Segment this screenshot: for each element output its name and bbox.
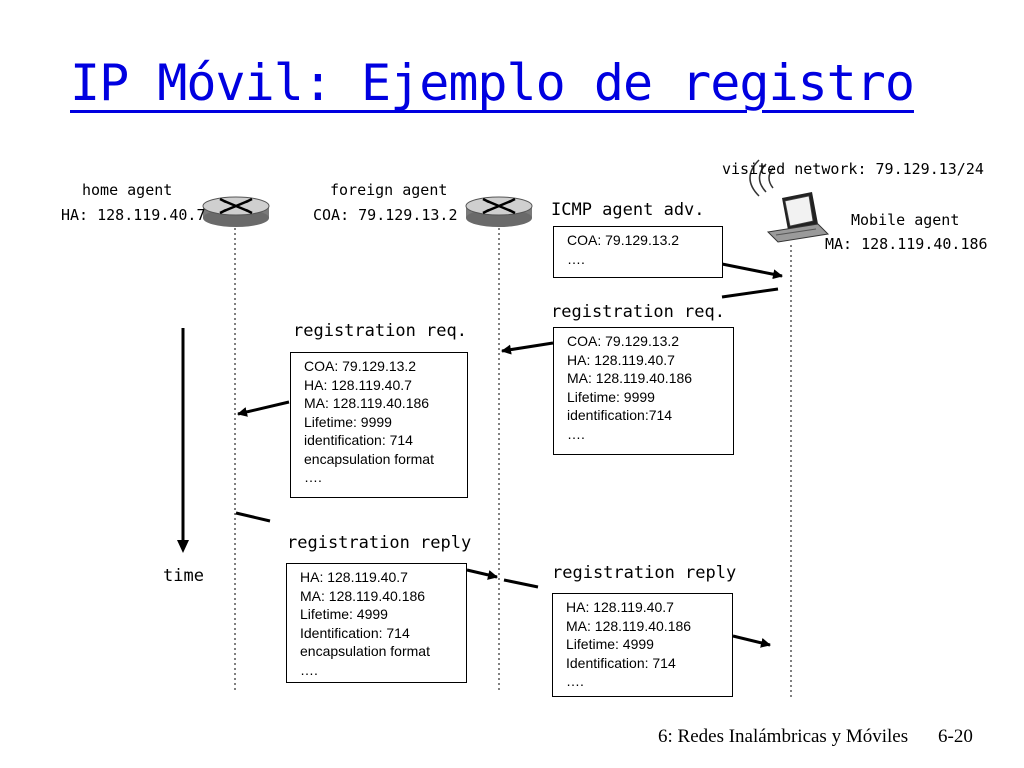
time-label: time <box>163 566 204 586</box>
box-line: MA: 128.119.40.186 <box>300 587 426 604</box>
box-line: identification: 714 <box>304 432 413 448</box>
reg-reply-arrow-to-foreign <box>466 568 498 580</box>
box-line: identification:714 <box>567 407 673 423</box>
box-line: MA: 128.119.40.186 <box>304 395 430 411</box>
reg-req-foreign-label: registration req. <box>293 321 467 341</box>
time-arrow-head <box>177 540 189 553</box>
box-line: …. <box>567 250 585 267</box>
box-line: MA: 128.119.40.186 <box>567 370 693 386</box>
reg-req-arrow-to-foreign <box>501 341 554 355</box>
mobile-agent-address: MA: 128.119.40.186 <box>825 235 988 253</box>
box-line: encapsulation format <box>304 450 434 467</box>
icmp-adv-arrow-in <box>721 262 783 280</box>
box-line: Lifetime: 4999 <box>566 636 654 652</box>
reg-reply-foreign-box: HA: 128.119.40.7 MA: 128.119.40.186 Life… <box>552 593 733 697</box>
box-line: COA: 79.129.13.2 <box>304 358 417 374</box>
footer-chapter: 6: Redes Inalámbricas y Móviles <box>658 726 909 747</box>
reg-req-mobile-label: registration req. <box>551 302 725 322</box>
foreign-agent-name: foreign agent <box>330 181 448 199</box>
reg-req-arrow-to-home <box>237 400 290 417</box>
box-line: …. <box>566 673 584 689</box>
reg-reply-home-label: registration reply <box>287 533 472 553</box>
icmp-adv-label: ICMP agent adv. <box>551 200 705 220</box>
visited-network-label: visited network: 79.129.13/24 <box>722 160 984 178</box>
box-line: …. <box>304 469 322 485</box>
box-line: …. <box>567 425 585 442</box>
reg-req-foreign-box: COA: 79.129.13.2 HA: 128.119.40.7 MA: 12… <box>290 352 468 498</box>
box-line: encapsulation format <box>300 643 430 659</box>
router-icon <box>465 196 533 227</box>
box-line: …. <box>300 661 318 678</box>
mobile-agent-name: Mobile agent <box>851 211 960 229</box>
home-agent-address: HA: 128.119.40.7 <box>61 206 206 224</box>
box-line: HA: 128.119.40.7 <box>567 351 675 368</box>
reg-req-mobile-box: COA: 79.129.13.2 HA: 128.119.40.7 MA: 12… <box>553 327 734 455</box>
foreign-agent-address: COA: 79.129.13.2 <box>313 206 458 224</box>
box-line: COA: 79.129.13.2 <box>567 333 680 349</box>
box-line: HA: 128.119.40.7 <box>304 376 412 393</box>
router-icon <box>202 196 270 227</box>
footer-page-number: 6-20 <box>938 726 973 747</box>
icmp-adv-box: COA: 79.129.13.2 …. <box>553 226 723 278</box>
reg-reply-foreign-label: registration reply <box>552 563 737 583</box>
box-line: Identification: 714 <box>300 624 410 641</box>
reg-reply-arrow-to-mobile <box>732 634 771 648</box>
box-line: MA: 128.119.40.186 <box>566 617 692 634</box>
box-line: COA: 79.129.13.2 <box>567 232 680 248</box>
box-line: Identification: 714 <box>566 654 676 671</box>
reg-req-arrow-mobile-out <box>721 287 779 299</box>
box-line: Lifetime: 9999 <box>567 388 655 405</box>
reg-reply-arrow-foreign-out <box>503 578 539 589</box>
home-agent-name: home agent <box>82 181 173 199</box>
box-line: Lifetime: 4999 <box>300 606 388 622</box>
slide-title: IP Móvil: Ejemplo de registro <box>70 54 915 112</box>
reg-reply-home-box: HA: 128.119.40.7 MA: 128.119.40.186 Life… <box>286 563 467 683</box>
box-line: HA: 128.119.40.7 <box>300 569 408 585</box>
laptop-wireless-icon <box>749 159 830 243</box>
box-line: Lifetime: 9999 <box>304 413 392 430</box>
box-line: HA: 128.119.40.7 <box>566 599 674 615</box>
reg-reply-arrow-home-out <box>235 511 271 523</box>
